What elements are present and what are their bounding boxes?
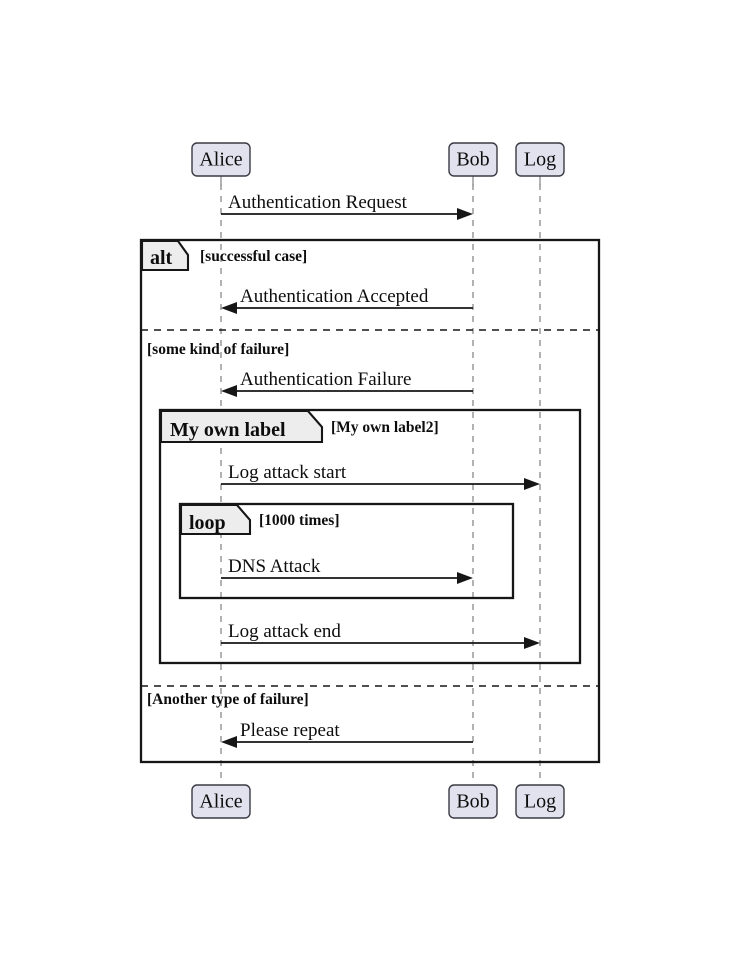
participant-label: Log xyxy=(524,149,556,171)
message-log-attack-start[interactable]: Log attack start xyxy=(221,462,540,490)
participant-label: Bob xyxy=(456,791,489,813)
fragment-loop-operator-label: loop xyxy=(189,512,226,534)
participant-head-bob[interactable]: Bob xyxy=(448,142,498,177)
message-log-attack-end[interactable]: Log attack end xyxy=(221,621,540,649)
participant-label: Alice xyxy=(199,791,242,813)
fragment-my-own-label-guard: [My own label2] xyxy=(331,419,439,436)
message-label: Authentication Request xyxy=(228,192,408,213)
participant-box xyxy=(448,142,498,177)
arrowhead-left-icon xyxy=(221,385,237,397)
participant-foot-alice[interactable]: Alice xyxy=(191,784,251,819)
participant-head-alice[interactable]: Alice xyxy=(191,142,251,177)
message-authentication-failure[interactable]: Authentication Failure xyxy=(221,369,473,397)
fragment-my-own-label-operator-label: My own label xyxy=(170,419,286,441)
message-label: Please repeat xyxy=(240,720,340,741)
participant-label: Log xyxy=(524,791,556,813)
fragment-loop-tab xyxy=(179,503,252,536)
fragment-alt-outline xyxy=(139,238,601,764)
message-label: Authentication Accepted xyxy=(240,286,429,307)
arrowhead-right-icon xyxy=(457,208,473,220)
arrowhead-left-icon xyxy=(221,302,237,314)
fragment-loop-guard: [1000 times] xyxy=(259,512,340,529)
fragment-loop-outline xyxy=(178,502,515,600)
fragment-alt-guard-1: [successful case] xyxy=(200,248,307,265)
message-authentication-accepted[interactable]: Authentication Accepted xyxy=(221,286,473,314)
message-label: Authentication Failure xyxy=(240,369,411,390)
message-label: Log attack start xyxy=(228,462,347,483)
fragment-alt-guard-3: [Another type of failure] xyxy=(147,691,309,708)
participant-box xyxy=(191,142,251,177)
fragment-my-own-label-tab xyxy=(159,409,324,444)
fragment-alt-tab xyxy=(140,239,190,272)
participant-head-log[interactable]: Log xyxy=(515,142,565,177)
participant-label: Alice xyxy=(199,149,242,171)
fragment-alt-operator-label: alt xyxy=(150,247,173,269)
fragment-alt[interactable]: alt [successful case] [some kind of fail… xyxy=(139,238,601,764)
participant-box xyxy=(191,784,251,819)
participant-label: Bob xyxy=(456,149,489,171)
arrowhead-left-icon xyxy=(221,736,237,748)
participant-box xyxy=(515,784,565,819)
message-please-repeat[interactable]: Please repeat xyxy=(221,720,473,748)
fragment-alt-guard-2: [some kind of failure] xyxy=(147,341,289,358)
message-label: Log attack end xyxy=(228,621,341,642)
fragment-my-own-label-outline xyxy=(158,408,582,665)
fragment-my-own-label[interactable]: My own label [My own label2] xyxy=(158,408,582,665)
arrowhead-right-icon xyxy=(457,572,473,584)
participant-box xyxy=(515,142,565,177)
arrowhead-right-icon xyxy=(524,637,540,649)
participant-box xyxy=(448,784,498,819)
fragment-loop[interactable]: loop [1000 times] xyxy=(178,502,515,600)
message-dns-attack[interactable]: DNS Attack xyxy=(221,556,473,584)
participant-foot-bob[interactable]: Bob xyxy=(448,784,498,819)
message-label: DNS Attack xyxy=(228,556,321,577)
message-authentication-request[interactable]: Authentication Request xyxy=(221,192,473,220)
arrowhead-right-icon xyxy=(524,478,540,490)
participant-foot-log[interactable]: Log xyxy=(515,784,565,819)
